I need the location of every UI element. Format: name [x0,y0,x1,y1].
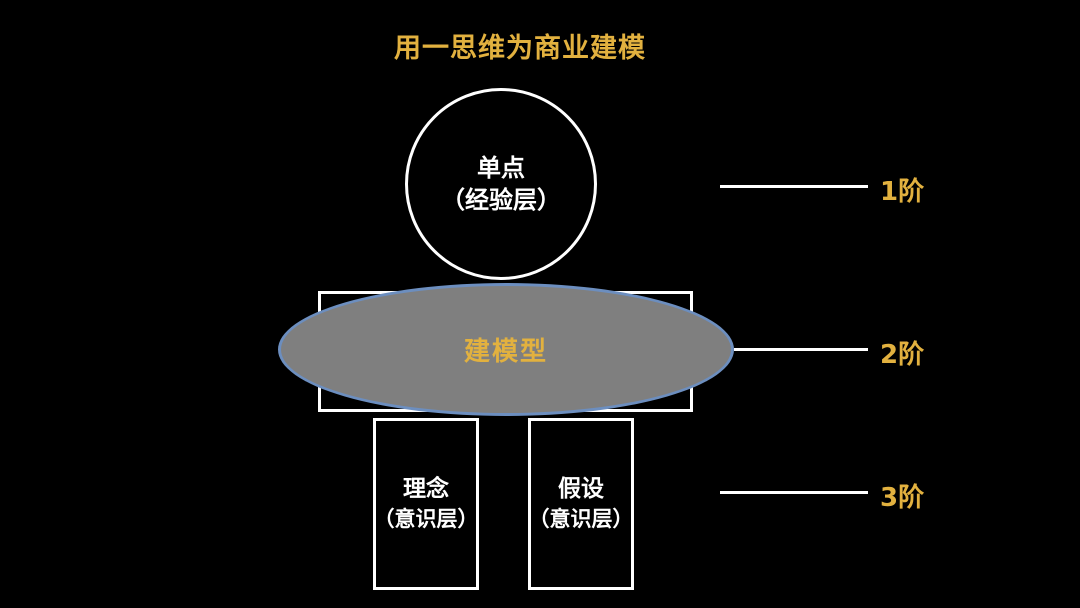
level-1-label: 1阶 [880,177,925,207]
level-1-line [720,185,868,188]
circle-label-line2: （经验层） [441,186,561,214]
experience-layer-circle: 单点 （经验层） [405,88,597,280]
level-2-label: 2阶 [880,340,925,370]
left-box-label-line1: 理念 [403,476,449,503]
ellipse-label: 建模型 [463,337,548,367]
right-box-label-line1: 假设 [558,476,604,503]
model-ellipse: 建模型 [278,283,734,416]
level-2-line [734,348,868,351]
level-3-label: 3阶 [880,483,925,513]
level-3-line [720,491,868,494]
circle-label-line1: 单点 [477,153,525,182]
hypothesis-consciousness-box: 假设 （意识层） [528,418,634,590]
concept-consciousness-box: 理念 （意识层） [373,418,479,590]
right-box-label-line2: （意识层） [528,507,634,532]
left-box-label-line2: （意识层） [373,507,479,532]
diagram-title: 用一思维为商业建模 [394,33,646,64]
